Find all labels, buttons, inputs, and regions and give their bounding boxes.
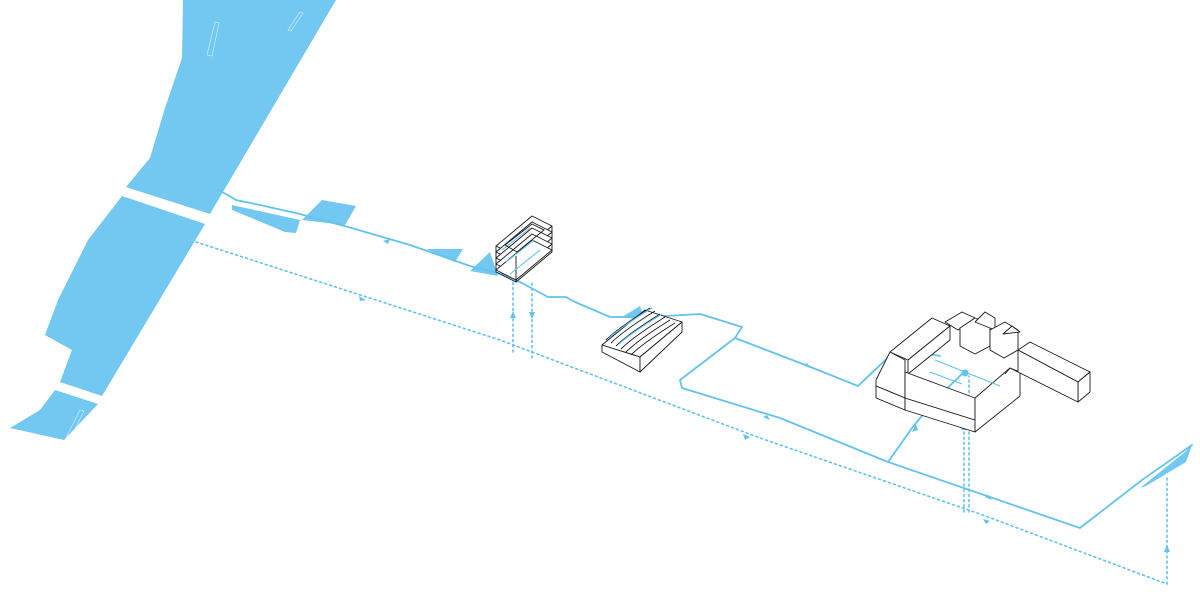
river-lower bbox=[10, 390, 98, 440]
arrow-icon bbox=[510, 311, 516, 318]
dotted-route-main bbox=[195, 241, 1168, 585]
river-boat bbox=[287, 11, 304, 32]
shore-patch bbox=[426, 249, 463, 262]
arrow-icon bbox=[985, 495, 992, 500]
arrow-icon bbox=[1164, 545, 1170, 552]
vaulted-hall-building bbox=[601, 307, 683, 373]
arrow-icon bbox=[803, 363, 810, 368]
arrow-icon bbox=[743, 434, 750, 440]
shore-patch bbox=[232, 205, 300, 233]
courtyard-complex-building bbox=[875, 311, 1091, 433]
solid-route-loop bbox=[679, 337, 1193, 529]
river-upper bbox=[126, 0, 336, 214]
arrow-icon bbox=[983, 519, 990, 524]
arrow-icon bbox=[383, 239, 390, 244]
river-boat bbox=[65, 409, 85, 440]
river-middle bbox=[45, 196, 205, 396]
stacked-tower-building bbox=[495, 215, 553, 283]
river-boat bbox=[206, 21, 220, 57]
arrow-icon bbox=[763, 415, 770, 420]
arrow-icon bbox=[912, 424, 918, 432]
arrow-icon bbox=[359, 296, 366, 301]
solid-route-main bbox=[217, 189, 941, 387]
arrow-icon bbox=[529, 312, 535, 319]
route-arrows bbox=[359, 239, 1170, 552]
shore-patch bbox=[470, 252, 498, 276]
